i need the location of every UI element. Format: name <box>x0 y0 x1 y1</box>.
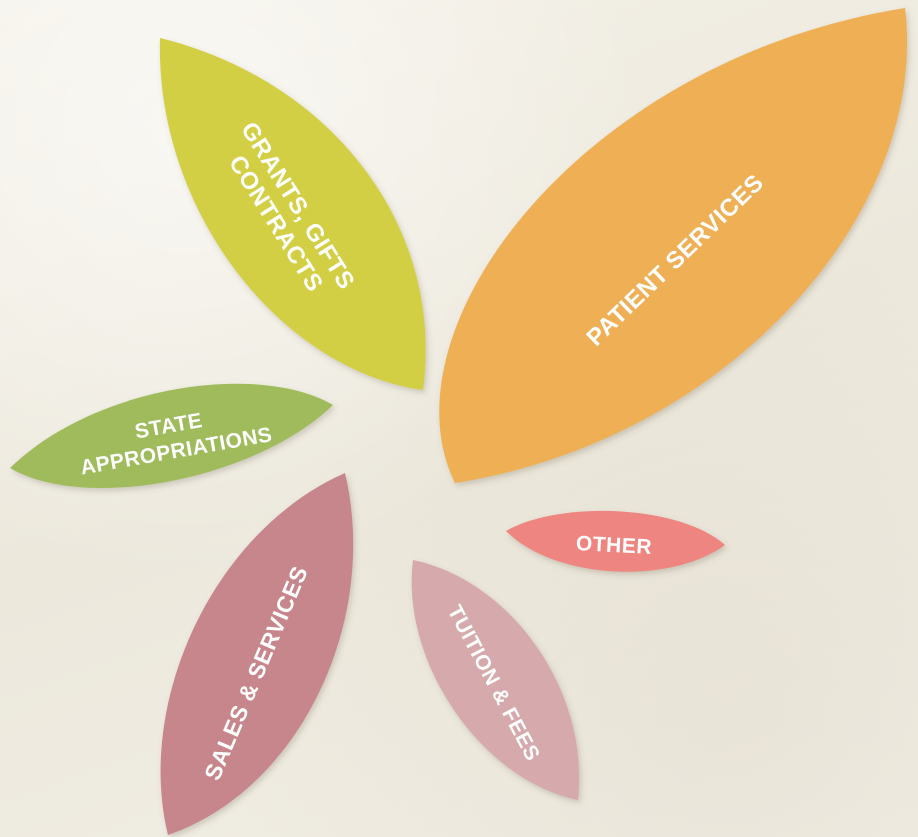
petal-tuition-fees: TUITION & FEES <box>411 560 580 800</box>
petal-other-label: OTHER <box>575 532 652 559</box>
petal-state-appropriations-shape <box>10 383 333 488</box>
petal-other-shape <box>506 510 725 572</box>
petal-state-appropriations: STATE APPROPRIATIONS <box>10 383 333 488</box>
petal-grants-gifts-contracts-shape <box>159 38 426 390</box>
petal-grants-gifts-contracts: GRANTS, GIFTS CONTRACTS <box>159 38 426 390</box>
petal-sales-services: SALES & SERVICES <box>160 473 354 835</box>
petal-sales-services-shape <box>160 473 354 835</box>
petal-other: OTHER <box>506 510 725 572</box>
petal-patient-services-shape <box>439 8 908 483</box>
petal-patient-services: PATIENT SERVICES <box>439 8 908 483</box>
petal-tuition-fees-shape <box>411 560 580 800</box>
